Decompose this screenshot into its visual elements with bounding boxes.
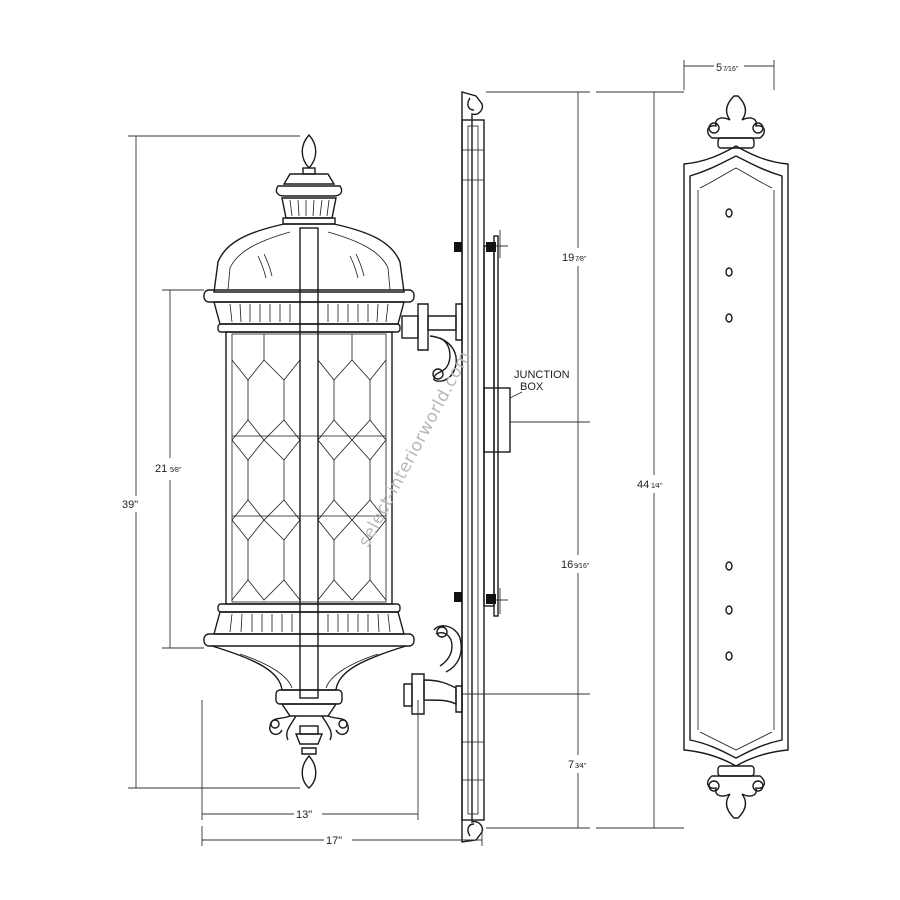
arm-to-bottom-label: 7 <box>568 759 574 771</box>
backplate-height-frac: 1⁄4" <box>651 483 663 490</box>
overall-depth-label: 17" <box>326 835 342 847</box>
top-finial <box>275 133 343 225</box>
top-to-junction-frac: 7⁄8" <box>575 256 587 263</box>
side-backplate: JUNCTION BOX <box>454 91 570 843</box>
arm-to-bottom-frac: 3⁄4" <box>575 763 587 770</box>
mounting-screws <box>454 230 508 614</box>
glass-height-label: 21 <box>155 463 167 475</box>
dimension-lines <box>128 60 775 846</box>
mounting-holes <box>725 208 733 661</box>
junction-to-arm-label: 16 <box>561 559 573 571</box>
junction-box <box>483 387 511 453</box>
lantern-dome <box>213 223 405 293</box>
junction-box-label-line1: JUNCTION <box>514 369 570 381</box>
backplate-width-label: 5 <box>716 62 722 74</box>
bottom-scrolls <box>269 715 349 741</box>
overall-height-label: 39" <box>122 499 138 511</box>
backplate-height-label: 44 <box>637 479 649 491</box>
glass-height-frac: 5⁄8" <box>170 467 182 474</box>
bottom-bowl <box>211 645 407 717</box>
lantern-front-view <box>203 133 415 789</box>
top-gallery <box>203 289 415 333</box>
front-backplate <box>683 95 789 819</box>
watermark: select-interiorworld.com <box>355 348 475 551</box>
backplate-width-frac: 7⁄16" <box>723 66 739 73</box>
top-to-junction-label: 19 <box>562 252 574 264</box>
bottom-gallery <box>203 603 415 647</box>
junction-box-label-line2: BOX <box>520 381 544 393</box>
lower-arm <box>403 625 463 715</box>
dimension-labels: 39" 21 5⁄8" 13" 17" 19 7⁄8" 16 9⁄16" 7 3… <box>120 60 744 847</box>
fixture-width-label: 13" <box>296 809 312 821</box>
bottom-finial <box>294 725 324 789</box>
glass-cage <box>225 227 393 699</box>
junction-to-arm-frac: 9⁄16" <box>574 563 590 570</box>
